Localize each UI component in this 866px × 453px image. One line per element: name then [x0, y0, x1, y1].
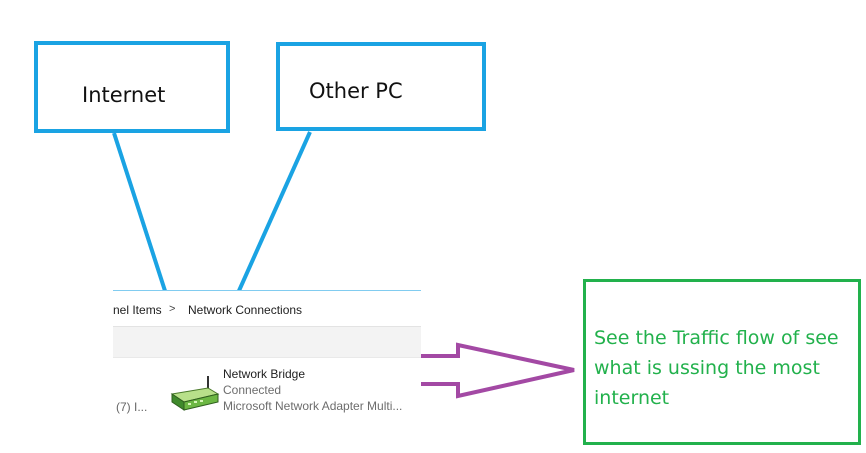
breadcrumb-separator-icon[interactable]: >	[169, 303, 176, 315]
breadcrumb-control-panel-items[interactable]: nel Items	[113, 303, 162, 317]
breadcrumb-network-connections[interactable]: Network Connections	[188, 303, 303, 317]
traffic-note-text: See the Traffic flow of see what is ussi…	[594, 327, 839, 409]
command-bar	[113, 327, 421, 358]
breadcrumb[interactable]: nel Items > Network Connections	[113, 292, 421, 327]
traffic-note-box: See the Traffic flow of see what is ussi…	[583, 279, 861, 445]
network-bridge-item[interactable]: Network Bridge Connected Microsoft Netwo…	[223, 366, 402, 414]
internet-label: Internet	[82, 83, 166, 107]
internet-box: Internet	[34, 41, 230, 133]
other-pc-label: Other PC	[309, 79, 403, 103]
other-pc-box: Other PC	[276, 42, 486, 131]
window-top-border	[113, 290, 421, 291]
adapter-name: Network Bridge	[223, 367, 306, 381]
previous-adapter-label[interactable]: (7) I...	[116, 400, 148, 414]
network-connections-window: nel Items > Network Connections (7) I...…	[113, 290, 421, 420]
adapter-status: Connected	[223, 383, 282, 397]
network-bridge-icon[interactable]	[168, 372, 220, 412]
adapter-device: Microsoft Network Adapter Multi...	[223, 399, 403, 413]
